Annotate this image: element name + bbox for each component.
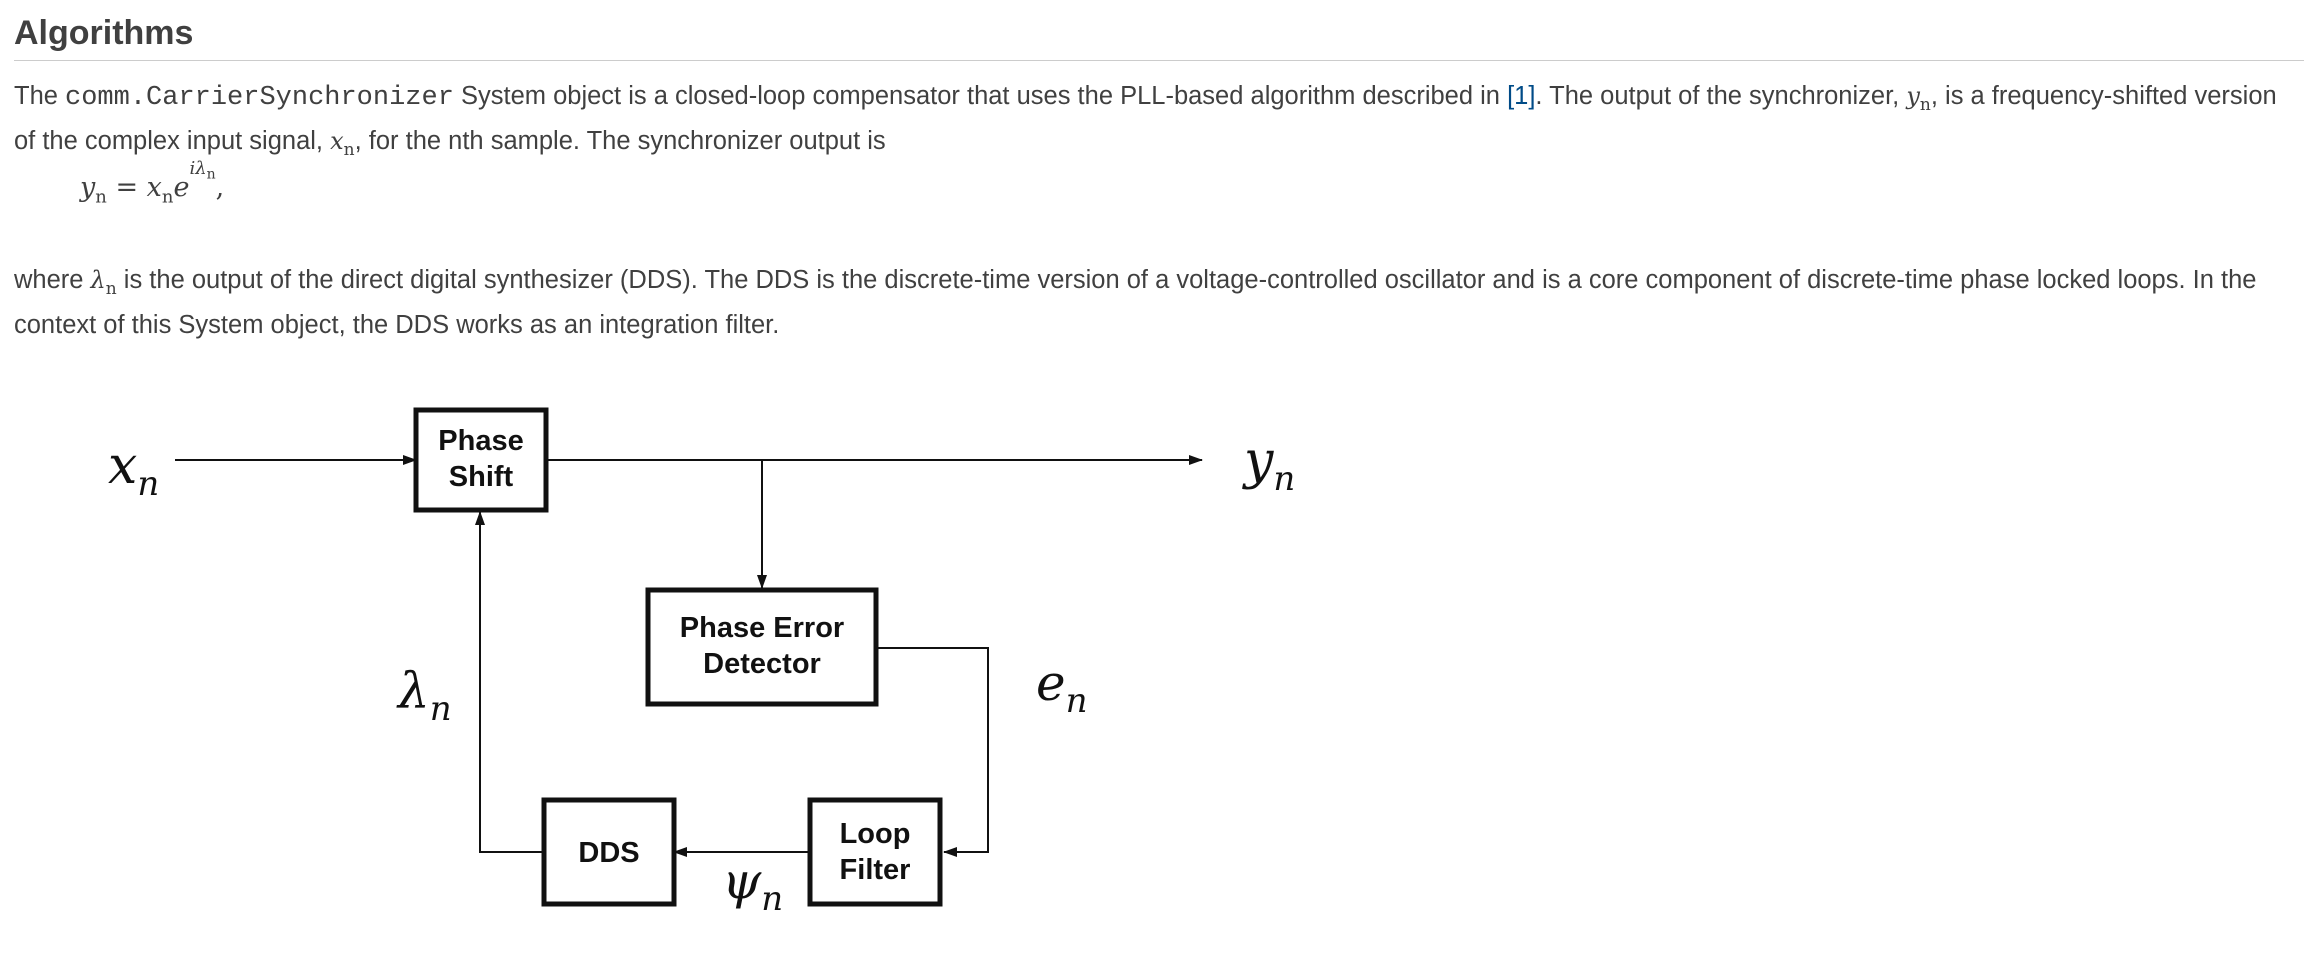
- description-paragraph: where λn is the output of the direct dig…: [14, 262, 2304, 343]
- phase-shift-block: [413, 407, 549, 513]
- error-signal-symbol: e: [1036, 654, 1066, 712]
- loop-filter-label-line2: Filter: [840, 854, 911, 886]
- output-symbol-sub: n: [1919, 94, 1931, 115]
- eq-x-sub: n: [161, 186, 174, 208]
- object-name-code: comm.CarrierSynchronizer: [65, 83, 454, 113]
- output-symbol: yn: [1906, 82, 1931, 115]
- input-signal-subscript: n: [137, 464, 159, 504]
- phase-error-detector-label-line2: Detector: [703, 648, 821, 680]
- eq-exponent-sub: n: [206, 166, 216, 183]
- eq-exponent-base: iλ: [189, 158, 207, 179]
- dds-block: [541, 797, 677, 907]
- intro-text-3: . The output of the synchronizer,: [1535, 82, 1907, 110]
- desc-text-2: is the output of the direct digital synt…: [14, 266, 2257, 339]
- output-signal-subscript: n: [1273, 459, 1295, 499]
- phase-feedback-arrow: [475, 511, 544, 853]
- input-signal-label: xn: [108, 436, 159, 504]
- error-signal-label: en: [1036, 654, 1088, 721]
- error-signal-subscript: n: [1066, 681, 1088, 721]
- intro-text-1: The: [14, 82, 66, 110]
- input-signal-symbol: x: [108, 436, 137, 496]
- intro-paragraph: The comm.CarrierSynchronizer System obje…: [14, 78, 2304, 168]
- input-symbol: xn: [330, 126, 355, 160]
- intro-text-2: System object is a closed-loop compensat…: [453, 82, 1508, 110]
- phase-shift-label-line2: Shift: [449, 461, 514, 493]
- eq-exponent: iλn: [189, 158, 215, 183]
- input-symbol-var: x: [330, 126, 344, 155]
- lambda-sub: n: [105, 278, 117, 299]
- eq-equals: =: [106, 172, 147, 203]
- loop-filter-label-line1: Loop: [840, 818, 911, 850]
- phase-shift-label-line1: Phase: [438, 425, 523, 457]
- output-symbol-var: y: [1906, 82, 1920, 110]
- phase-error-detector-block: [645, 587, 879, 707]
- citation-link[interactable]: [1]: [1507, 82, 1536, 110]
- phase-signal-label: λn: [396, 662, 452, 729]
- filtered-signal-label: ψn: [722, 852, 783, 919]
- eq-e: e: [173, 172, 190, 203]
- filtered-signal-subscript: n: [761, 879, 783, 919]
- lambda-symbol: λn: [90, 266, 117, 299]
- error-path-arrow: [876, 647, 989, 857]
- intro-text-4: , is a frequency-shifted version of the …: [14, 82, 2277, 155]
- eq-tail: ,: [215, 172, 225, 203]
- eq-x: x: [146, 172, 162, 203]
- eq-lhs: y: [80, 172, 96, 203]
- loop-filter-block: [807, 797, 943, 907]
- output-equation: yn = xneiλn,: [80, 158, 225, 208]
- desc-text-1: where: [14, 266, 91, 294]
- filtered-signal-symbol: ψ: [722, 852, 762, 910]
- eq-lhs-sub: n: [95, 186, 107, 208]
- output-signal-label: yn: [1242, 431, 1295, 499]
- intro-text-5: , for the nth sample. The synchronizer o…: [354, 126, 886, 155]
- output-signal-symbol: y: [1242, 431, 1274, 491]
- phase-signal-subscript: n: [430, 689, 452, 729]
- input-symbol-sub: n: [343, 139, 355, 160]
- phase-signal-symbol: λ: [396, 662, 430, 720]
- section-heading: Algorithms: [14, 14, 2304, 61]
- lambda-var: λ: [90, 266, 106, 294]
- dds-label: DDS: [578, 837, 639, 869]
- phase-error-detector-label-line1: Phase Error: [680, 612, 844, 644]
